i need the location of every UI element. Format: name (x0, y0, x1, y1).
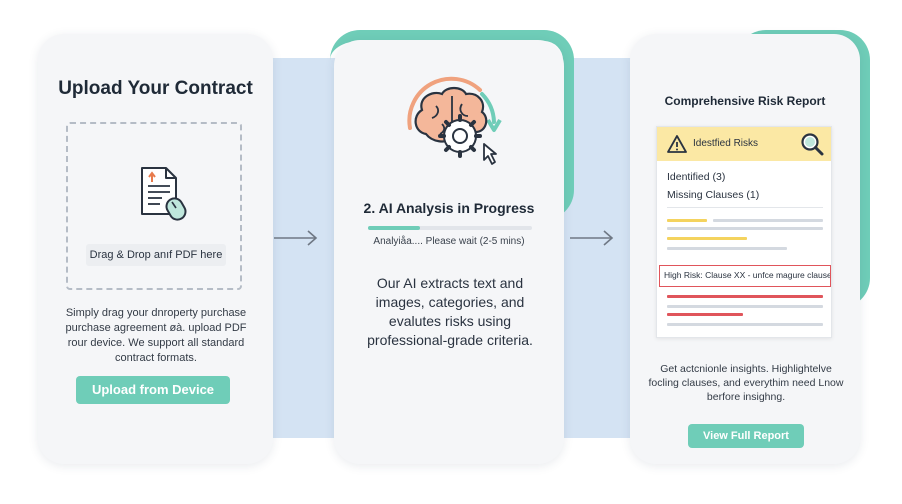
arrow-right-icon (274, 230, 318, 246)
pdf-dropzone[interactable]: Drag & Drop anıf PDF here (66, 122, 242, 290)
upload-step-description: Simply drag your dnroperty purchase purc… (65, 307, 247, 364)
risk-panel-header-label: Idestfied Risks (693, 138, 759, 149)
mouse-icon (165, 197, 187, 221)
analysis-progress-bar (368, 226, 532, 230)
placeholder-line (667, 313, 743, 316)
report-step-card: Comprehensive Risk Report Idestfied Risk… (630, 34, 860, 464)
view-full-report-button[interactable]: View Full Report (688, 424, 804, 448)
risk-report-panel: Idestfied Risks Identified (3) Missing C… (656, 126, 832, 338)
upload-step-card: Upload Your Contract Drag & Drop anıf PD… (38, 34, 273, 464)
upload-from-device-button[interactable]: Upload from Device (76, 376, 230, 404)
arrow-right-icon (570, 230, 614, 246)
placeholder-line (667, 295, 823, 298)
contract-document-icon (141, 167, 187, 221)
dropzone-label: Drag & Drop anıf PDF here (86, 244, 226, 266)
analysis-step-title: 2. AI Analysis in Progress (363, 200, 535, 216)
divider (667, 207, 823, 208)
placeholder-line (667, 237, 747, 240)
cursor-icon (483, 143, 497, 165)
magnifier-icon (801, 133, 824, 156)
placeholder-line (667, 247, 787, 250)
accent-frame-analysis (330, 30, 574, 220)
analysis-step-card: 2. AI Analysis in Progress Analyiåa.... … (334, 40, 564, 464)
risk-panel-header: Idestfied Risks (657, 127, 831, 161)
brain-gear-icon (407, 76, 502, 165)
risk-stat-identified: Identified (3) (667, 171, 726, 183)
analysis-progress-text: Analyiåa.... Please wait (2-5 mins) (373, 236, 525, 247)
placeholder-line (667, 323, 823, 326)
upload-step-title: Upload Your Contract (58, 78, 253, 99)
placeholder-line (667, 219, 707, 222)
high-risk-clause[interactable]: High Risk: Clause XX - unfce magure clau… (659, 265, 831, 287)
report-step-title: Comprehensive Risk Report (664, 94, 826, 108)
placeholder-line (713, 219, 823, 222)
risk-stat-missing: Missing Clauses (1) (667, 189, 760, 201)
placeholder-line (667, 227, 823, 230)
connector-band-left (262, 58, 342, 438)
report-step-description: Get actcnionle insights. Highlightelve f… (648, 363, 844, 403)
analysis-step-description: Our AI extracts text and images, categor… (367, 275, 533, 348)
placeholder-line (667, 305, 823, 308)
analysis-progress-fill (368, 226, 421, 230)
warning-triangle-icon (667, 135, 687, 153)
